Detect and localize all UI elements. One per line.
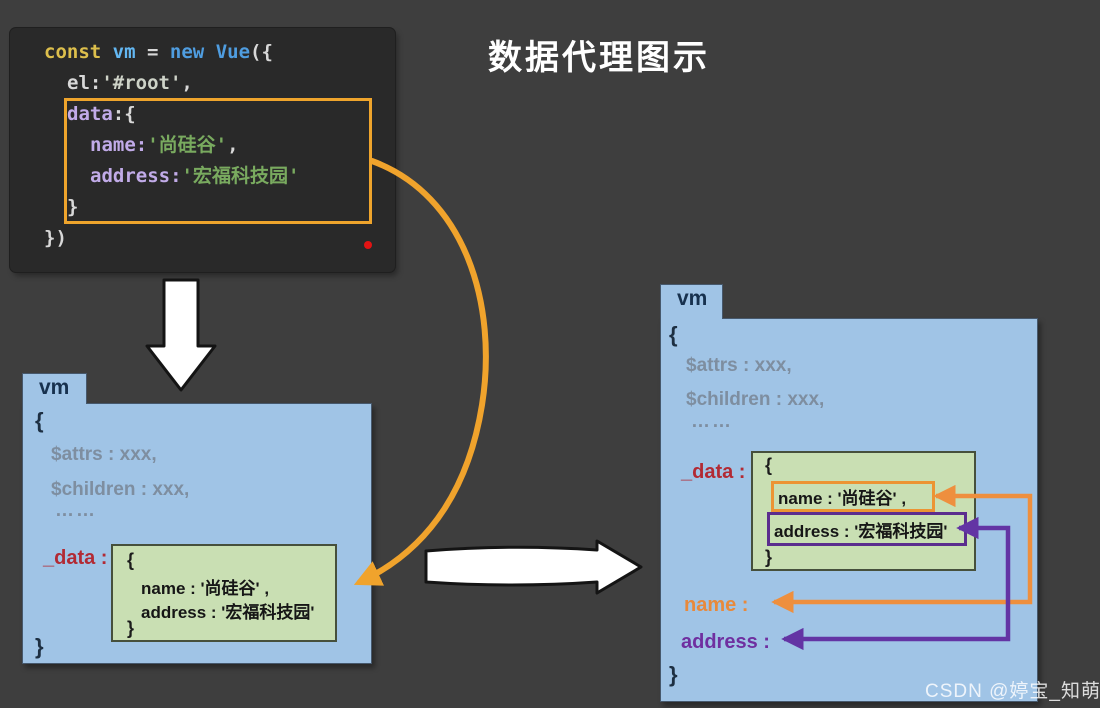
right-vm-tab: vm xyxy=(660,284,723,319)
right-data-object-box: { name : '尚硅谷' , address : '宏福科技园' } xyxy=(751,451,976,571)
right-arrow-icon xyxy=(424,539,643,595)
code-line-7: }) xyxy=(44,223,299,254)
watermark: CSDN @婷宝_知萌 xyxy=(925,681,1100,702)
object-open-brace: { xyxy=(765,455,773,475)
code-token-new: new xyxy=(169,41,205,63)
close-brace: } xyxy=(35,634,44,659)
object-close-brace: } xyxy=(127,618,135,638)
code-token-eq: = xyxy=(147,41,159,63)
code-token-address-string: '宏福科技园' xyxy=(181,165,300,187)
right-vm-box: { $attrs : xxx, $children : xxx, …… _dat… xyxy=(660,318,1038,702)
recording-dot-icon xyxy=(364,241,372,249)
left-vm-box: { $attrs : xxx, $children : xxx, …… _dat… xyxy=(22,403,372,664)
code-token-const: const xyxy=(44,41,102,63)
right-vm-tab-label: vm xyxy=(677,287,708,310)
attrs-line: $attrs : xxx, xyxy=(51,444,157,465)
code-token-close-paren: }) xyxy=(44,227,67,249)
object-name-line: name : '尚硅谷' , xyxy=(141,579,270,598)
object-address-line: address : '宏福科技园' xyxy=(141,603,315,622)
code-token-root-string: '#root' xyxy=(101,72,182,94)
open-brace: { xyxy=(35,408,44,433)
code-editor-panel: const vm = new Vue({ el:'#root', data:{ … xyxy=(10,28,395,272)
proxy-address-label: address : xyxy=(681,631,770,653)
name-highlight-rect: name : '尚硅谷' , xyxy=(771,481,935,512)
close-brace: } xyxy=(669,662,678,687)
address-highlight-rect: address : '宏福科技园' xyxy=(767,512,967,546)
code-token-comma: , xyxy=(181,72,193,94)
code-token-vue: Vue xyxy=(215,41,251,63)
code-token-comma: , xyxy=(227,134,239,156)
code-token-data: data xyxy=(67,103,113,125)
code-token-close-brace: } xyxy=(67,196,79,218)
down-arrow-icon xyxy=(145,278,217,392)
code-lines: const vm = new Vue({ el:'#root', data:{ … xyxy=(44,37,299,254)
data-key-label: _data : xyxy=(43,547,108,569)
code-token-name-string: '尚硅谷' xyxy=(147,134,228,156)
children-line: $children : xxx, xyxy=(686,389,825,410)
code-token-address-key: address: xyxy=(90,165,182,187)
proxy-name-label: name : xyxy=(684,594,749,616)
ellipsis-line: …… xyxy=(55,500,97,521)
code-line-3: data:{ xyxy=(44,99,299,130)
code-token-vm: vm xyxy=(112,41,136,63)
page-title: 数据代理图示 xyxy=(488,39,710,77)
object-open-brace: { xyxy=(127,550,135,570)
code-token-name-key: name: xyxy=(90,134,148,156)
ellipsis-line: …… xyxy=(691,411,733,432)
code-line-1: const vm = new Vue({ xyxy=(44,37,299,68)
attrs-line: $attrs : xxx, xyxy=(686,355,792,376)
code-token-open-paren: ({ xyxy=(250,41,273,63)
object-close-brace: } xyxy=(765,547,773,567)
data-highlight-rect xyxy=(64,98,372,224)
code-token-colon-brace: :{ xyxy=(112,103,136,125)
left-data-object-box: { name : '尚硅谷' , address : '宏福科技园' } xyxy=(111,544,337,642)
left-vm-tab: vm xyxy=(22,373,87,404)
open-brace: { xyxy=(669,322,678,347)
code-line-4: name:'尚硅谷', xyxy=(44,130,299,161)
code-line-6: } xyxy=(44,192,299,223)
object-name-line: name : '尚硅谷' , xyxy=(778,489,907,508)
object-address-line: address : '宏福科技园' xyxy=(774,521,948,541)
code-line-2: el:'#root', xyxy=(44,68,299,99)
data-key-label: _data : xyxy=(681,461,746,483)
code-line-5: address:'宏福科技园' xyxy=(44,161,299,192)
children-line: $children : xxx, xyxy=(51,479,190,500)
left-vm-tab-label: vm xyxy=(39,376,70,399)
code-token-el: el: xyxy=(67,72,102,94)
